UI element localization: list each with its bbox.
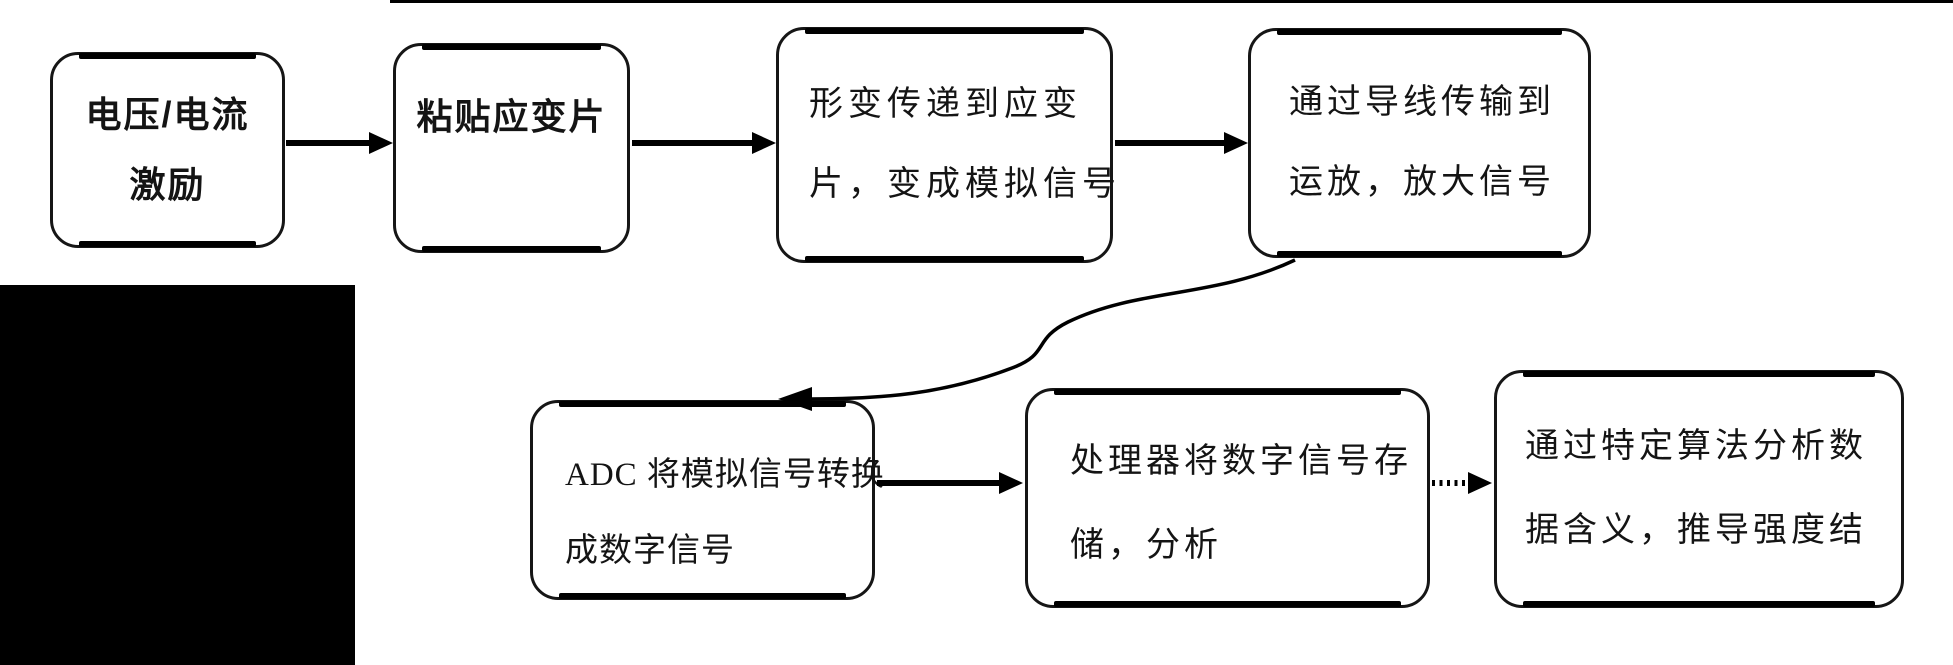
node-label-line: 运放，放大信号	[1289, 164, 1555, 201]
flow-node-algorithm-analysis: 通过特定算法分析数 据含义，推导强度结	[1494, 370, 1904, 608]
node-label-line: 成数字信号	[565, 533, 735, 569]
node-label-line: 形变传递到应变	[809, 86, 1082, 123]
arrow-excitation-to-gauge	[286, 132, 393, 154]
flow-node-wire-opamp: 通过导线传输到 运放，放大信号	[1248, 28, 1591, 258]
redaction-block	[0, 285, 355, 665]
arrow-gauge-to-deformation	[632, 132, 776, 154]
node-label-line: 通过特定算法分析数	[1525, 428, 1867, 465]
flow-node-adc-convert: ADC 将模拟信号转换 成数字信号	[530, 400, 885, 600]
arrow-deformation-to-opamp	[1115, 132, 1248, 154]
flow-node-excitation: 电压/电流 激励	[50, 52, 285, 248]
flow-node-attach-strain-gauge: 粘贴应变片	[393, 43, 630, 253]
flow-node-processor-store: 处理器将数字信号存 储，分析	[1025, 388, 1430, 608]
flow-node-deformation-analog: 形变传递到应变 片，变成模拟信号	[776, 27, 1121, 263]
node-label-line: 处理器将数字信号存	[1070, 443, 1412, 480]
node-label-line: 据含义，推导强度结	[1525, 512, 1867, 549]
node-label-line: 激励	[129, 164, 206, 205]
node-label-line: 粘贴应变片	[416, 96, 607, 137]
node-label-line: ADC 将模拟信号转换	[565, 457, 885, 493]
node-label-line: 通过导线传输到	[1289, 84, 1555, 121]
node-label-line: 片，变成模拟信号	[809, 166, 1121, 203]
node-label-line: 电压/电流	[85, 94, 250, 135]
node-label-line: 储，分析	[1070, 527, 1222, 564]
top-rule-line	[390, 0, 1953, 3]
arrow-adc-to-processor	[877, 472, 1023, 494]
dotted-arrow-processor-to-algorithm	[1432, 472, 1492, 494]
